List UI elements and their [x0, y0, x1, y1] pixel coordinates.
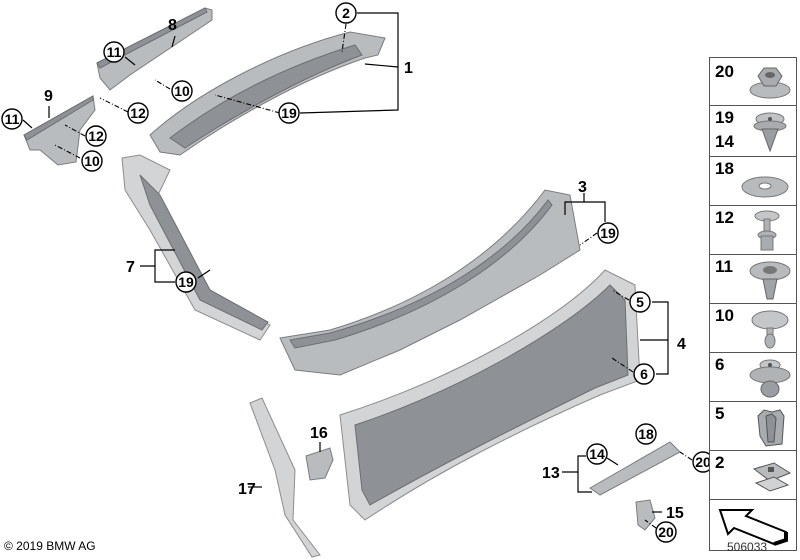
legend-item-5[interactable]: 5	[709, 401, 797, 450]
callout-15: 15	[666, 505, 684, 522]
legend-item-6[interactable]: 6	[709, 352, 797, 401]
washer-icon	[741, 176, 789, 198]
circled-callout-19: 19	[278, 102, 300, 124]
part-1-upper-trim-panel[interactable]	[149, 31, 386, 156]
svg-text:12: 12	[88, 128, 104, 144]
circled-callout-6: 6	[633, 363, 655, 385]
legend-label: 19	[715, 108, 734, 127]
circled-callout-19: 19	[597, 222, 619, 244]
legend-label: 12	[715, 208, 734, 227]
legend-label: 11	[715, 257, 733, 276]
fir-tree-clip-icon	[749, 359, 791, 398]
circled-callout-20: 20	[692, 451, 714, 473]
push-clip-expanding-rivet-icon	[753, 112, 787, 153]
svg-text:12: 12	[130, 105, 146, 121]
circled-callout-20: 20	[655, 521, 677, 543]
callout-17: 17	[238, 481, 256, 498]
callout-7: 7	[126, 259, 135, 276]
callout-9: 9	[44, 88, 53, 105]
svg-text:20: 20	[695, 454, 711, 470]
callout-1: 1	[404, 60, 413, 77]
circled-callout-19: 19	[175, 271, 197, 293]
trim-clip-icon	[749, 261, 791, 300]
svg-text:20: 20	[658, 524, 674, 540]
legend-label: 20	[715, 62, 734, 81]
legend-label-secondary: 14	[715, 132, 734, 151]
circled-callout-10: 10	[81, 150, 103, 172]
circled-callout-11: 11	[103, 41, 125, 63]
legend-item-11[interactable]: 11	[709, 254, 797, 303]
circled-callout-12: 12	[127, 102, 149, 124]
mushroom-rivet-icon	[751, 310, 789, 349]
circled-callout-5: 5	[629, 291, 651, 313]
legend-label: 2	[715, 453, 725, 472]
svg-text:10: 10	[174, 83, 190, 99]
push-rivet-icon	[754, 210, 780, 251]
legend-label: 5	[715, 404, 725, 423]
fastener-legend: 20 19 14 18 12 11	[709, 57, 797, 551]
part-4-lower-trim-panel[interactable]	[339, 269, 641, 521]
hex-nut-with-washer-icon	[749, 67, 791, 99]
part-17-side-cover[interactable]	[249, 397, 321, 558]
legend-label: 6	[715, 355, 725, 374]
svg-text:6: 6	[640, 366, 648, 382]
legend-label: 18	[715, 159, 734, 178]
svg-text:11: 11	[5, 111, 20, 127]
leader-lines	[22, 12, 693, 529]
svg-text:11: 11	[107, 44, 122, 60]
svg-text:10: 10	[84, 153, 100, 169]
legend-item-10[interactable]: 10	[709, 303, 797, 352]
legend-label: 10	[715, 306, 734, 325]
callout-16: 16	[310, 425, 328, 442]
svg-text:19: 19	[600, 225, 616, 241]
svg-text:19: 19	[178, 274, 194, 290]
legend-item-view-arrow[interactable]	[709, 499, 797, 551]
circled-callout-11: 11	[1, 108, 23, 130]
circled-callout-2: 2	[335, 2, 357, 24]
circled-callout-12: 12	[85, 125, 107, 147]
circled-callout-18: 18	[635, 423, 657, 445]
view-direction-arrow-icon	[718, 509, 788, 546]
callout-labels: 1 3 4 7 8 9 13 15 16 17	[44, 17, 686, 522]
part-3-tailgate-trim-frame[interactable]	[279, 189, 581, 376]
callout-3: 3	[578, 179, 587, 196]
diagram-id: 506033	[727, 540, 768, 554]
legend-item-12[interactable]: 12	[709, 205, 797, 254]
circled-callout-10: 10	[171, 80, 193, 102]
callout-4: 4	[677, 336, 686, 353]
callout-13: 13	[542, 465, 560, 482]
speed-nut-icon	[752, 462, 792, 492]
svg-text:14: 14	[589, 446, 605, 462]
spring-clip-icon	[757, 409, 785, 447]
part-16-bracket-plate[interactable]	[305, 447, 334, 481]
svg-text:2: 2	[342, 5, 350, 21]
part-9-trim-end-piece[interactable]	[23, 95, 96, 166]
callout-8: 8	[168, 17, 177, 34]
svg-text:5: 5	[636, 294, 644, 310]
legend-item-19-14[interactable]: 19 14	[709, 105, 797, 156]
copyright-notice: © 2019 BMW AG	[4, 539, 96, 553]
legend-item-2[interactable]: 2	[709, 450, 797, 499]
svg-text:19: 19	[281, 105, 297, 121]
legend-item-20[interactable]: 20	[709, 57, 797, 105]
svg-text:18: 18	[638, 426, 654, 442]
circled-callouts: 2 19 11 10 12 11 12 10 19 19 5 6 14 18 2…	[1, 2, 714, 543]
circled-callout-14: 14	[586, 443, 608, 465]
part-7-side-trim-panel[interactable]	[121, 154, 271, 341]
legend-item-18[interactable]: 18	[709, 156, 797, 205]
